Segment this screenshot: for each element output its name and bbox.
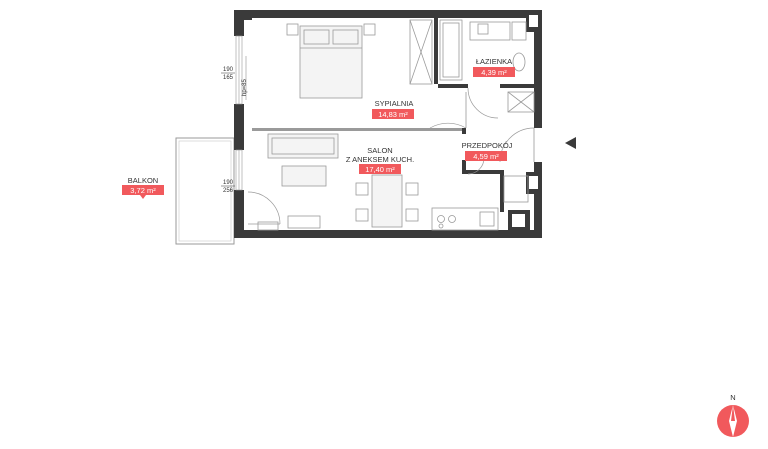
bathroom-fixtures [439, 19, 535, 119]
sill-height: hp=85 [242, 78, 248, 96]
room-label-lazienka: ŁAZIENKA 4,39 m² [473, 57, 515, 77]
room-name: BALKON [128, 176, 158, 185]
wardrobe [409, 19, 433, 85]
entrance-arrow-icon [565, 137, 576, 149]
dim-width: 190 [223, 67, 234, 73]
area-badge [465, 151, 507, 161]
room-label-salon: SALON Z ANEKSEM KUCH. 17,40 m² [346, 146, 414, 174]
room-label-balkon: BALKON 3,72 m² [122, 176, 164, 199]
living-furniture [247, 133, 529, 231]
room-area: 14,83 m² [378, 110, 408, 119]
room-name: ŁAZIENKA [476, 57, 512, 66]
room-name: SALON [367, 146, 392, 155]
room-area: 4,39 m² [481, 68, 507, 77]
bedroom-door [429, 92, 467, 129]
room-label-przedpokoj: PRZEDPOKÓJ 4,59 m² [462, 141, 513, 161]
dim-height: 165 [223, 75, 234, 81]
compass: N [717, 393, 749, 437]
area-badge [122, 185, 164, 195]
window-dimension-bottom: 190 256 [221, 180, 235, 194]
bed [286, 23, 376, 99]
room-label-sypialnia: SYPIALNIA 14,83 m² [372, 99, 414, 119]
windows [235, 35, 247, 191]
area-badge [372, 109, 414, 119]
room-name: PRZEDPOKÓJ [462, 141, 513, 150]
window-dimension-top: 190 165 [221, 67, 235, 81]
room-name-line2: Z ANEKSEM KUCH. [346, 155, 414, 164]
area-badge [359, 164, 401, 174]
compass-label: N [730, 393, 735, 402]
room-area: 4,59 m² [473, 152, 499, 161]
dim-width: 190 [223, 180, 234, 186]
area-badge [473, 67, 515, 77]
room-name: SYPIALNIA [375, 99, 414, 108]
room-area: 3,72 m² [130, 186, 156, 195]
dim-height: 256 [223, 188, 234, 194]
room-area: 17,40 m² [365, 165, 395, 174]
